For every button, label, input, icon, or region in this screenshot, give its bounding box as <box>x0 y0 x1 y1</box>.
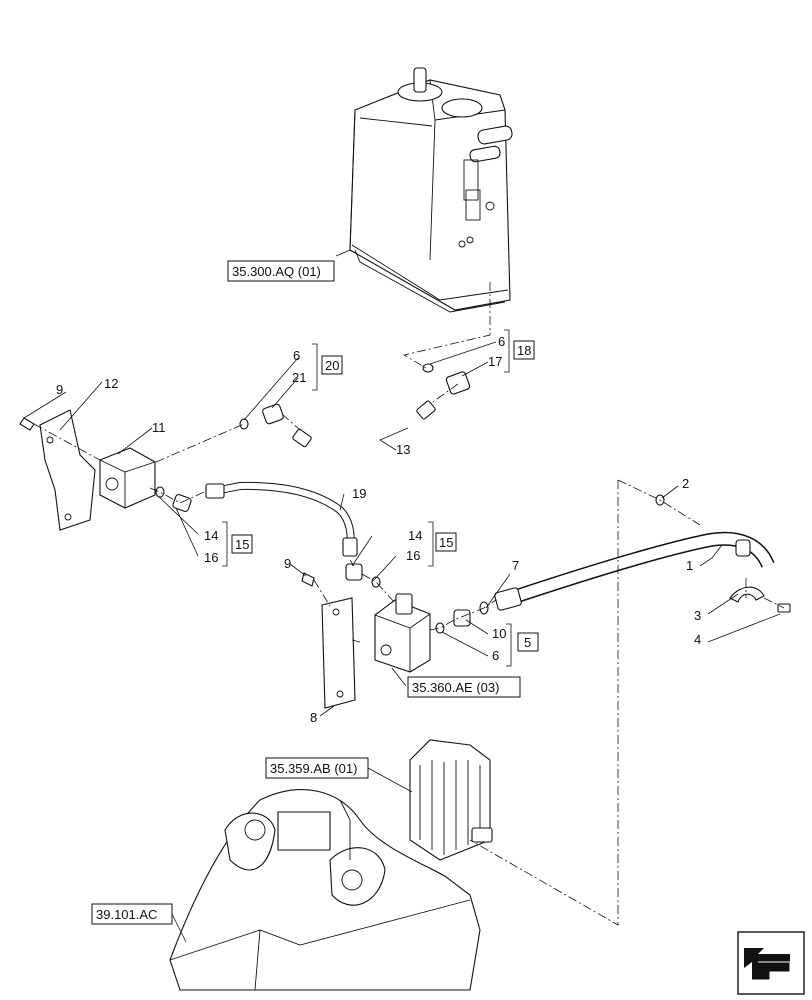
callout-15-right-box <box>435 532 457 552</box>
hydraulic-tank <box>349 67 513 313</box>
dash-bolt-bracket <box>313 579 331 607</box>
dash-block-21 <box>155 423 245 463</box>
ref-tank-box[interactable] <box>227 260 335 282</box>
dash-17-hose13 <box>429 383 459 405</box>
next-page-arrow-icon[interactable] <box>737 931 805 995</box>
callout-10: 10 <box>492 626 506 641</box>
dash-tank-fitting17 <box>402 282 491 369</box>
callout-9-left: 9 <box>56 382 63 397</box>
clamp-3 <box>729 586 765 603</box>
callout-1: 1 <box>686 558 693 573</box>
dash-clamp <box>745 578 785 609</box>
ref-tank[interactable]: 35.300.AQ (01) <box>232 264 321 279</box>
dash-hose1-top <box>617 479 701 526</box>
callout-15-left-box <box>231 534 253 554</box>
callout-8: 8 <box>310 710 317 725</box>
callout-5-box <box>517 632 539 652</box>
callout-6-top: 6 <box>293 348 300 363</box>
ref-frame-box[interactable] <box>91 903 173 925</box>
callout-20-box <box>321 355 343 375</box>
fitting-16-left <box>155 486 192 513</box>
callout-2: 2 <box>682 476 689 491</box>
ref-valve-block-box[interactable] <box>407 676 521 698</box>
block-11 <box>99 447 156 509</box>
hose-1 <box>494 531 775 611</box>
ref-control-valve[interactable]: 35.359.AB (01) <box>270 761 357 776</box>
callout-17: 17 <box>488 354 502 369</box>
callout-21: 21 <box>292 370 306 385</box>
ref-frame[interactable]: 39.101.AC <box>96 907 157 922</box>
valve-block <box>374 593 431 673</box>
dash-hose1-control <box>469 480 619 926</box>
fitting-10 <box>435 601 489 634</box>
dash-block-19 <box>149 487 207 504</box>
callout-14-right: 14 <box>408 528 422 543</box>
callout-15-left: 15 <box>235 537 249 552</box>
callout-6-right: 6 <box>498 334 505 349</box>
fitting-21 <box>239 403 284 430</box>
ref-control-valve-box[interactable] <box>265 757 369 779</box>
fitting-16-right <box>345 563 381 588</box>
callout-11: 11 <box>152 420 166 435</box>
callout-7: 7 <box>512 558 519 573</box>
callout-16-right: 16 <box>406 548 420 563</box>
ref-valve-block[interactable]: 35.360.AE (03) <box>412 680 499 695</box>
callout-13: 13 <box>396 442 410 457</box>
fitting-17 <box>422 363 471 395</box>
callout-18: 18 <box>517 343 531 358</box>
hose-13 <box>292 400 436 467</box>
callout-14-left: 14 <box>204 528 218 543</box>
callout-12: 12 <box>104 376 118 391</box>
hose-19 <box>205 481 358 557</box>
callout-20: 20 <box>325 358 339 373</box>
dash-19-valve <box>349 559 397 605</box>
callout-16-left: 16 <box>204 550 218 565</box>
callout-6-bottom: 6 <box>492 648 499 663</box>
callout-19: 19 <box>352 486 366 501</box>
bracket-8 <box>301 572 361 709</box>
callout-3: 3 <box>694 608 701 623</box>
leader-lines <box>23 249 781 943</box>
callout-5: 5 <box>524 635 531 650</box>
bracket-12 <box>19 409 96 531</box>
dash-21-hose13 <box>281 413 301 431</box>
callout-9-right: 9 <box>284 556 291 571</box>
callout-15-right: 15 <box>439 535 453 550</box>
callout-4: 4 <box>694 632 701 647</box>
loader-frame <box>169 789 481 991</box>
control-valve <box>409 739 493 861</box>
callout-18-box <box>513 340 535 360</box>
dash-bolt-block <box>33 423 101 461</box>
